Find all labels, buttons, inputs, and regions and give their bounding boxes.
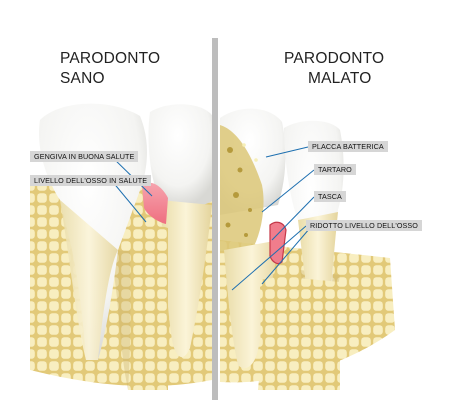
- label-tartar: TARTARO: [314, 164, 356, 175]
- healthy-title: PARODONTO SANO: [60, 49, 160, 89]
- label-healthy-gum: GENGIVA IN BUONA SALUTE: [30, 151, 139, 162]
- pointer-tartar: [261, 169, 315, 213]
- pointer-bone-loss-b: [261, 227, 311, 285]
- pointer-pocket: [271, 196, 315, 241]
- healthy-title-line2: SANO: [60, 70, 105, 87]
- pointer-plaque: [265, 146, 309, 158]
- tartar-deposit: [220, 125, 264, 252]
- pointer-lines: [111, 146, 315, 291]
- diseased-title: PARODONTO MALATO: [284, 49, 384, 89]
- pointer-bone-loss-a: [231, 225, 307, 291]
- diseased-title-line2: MALATO: [308, 70, 372, 87]
- label-pocket: TASCA: [314, 191, 346, 202]
- center-divider: [212, 38, 218, 400]
- label-bone-loss: RIDOTTO LIVELLO DELL'OSSO: [306, 220, 422, 231]
- label-healthy-bone: LIVELLO DELL'OSSO IN SALUTE: [30, 175, 152, 186]
- label-plaque: PLACCA BATTERICA: [308, 141, 388, 152]
- healthy-side-teeth: [38, 103, 214, 390]
- healthy-title-line1: PARODONTO: [60, 50, 161, 67]
- pointer-bone: [111, 180, 147, 223]
- diseased-title-line1: PARODONTO: [284, 50, 385, 67]
- diseased-side-teeth: [220, 108, 344, 390]
